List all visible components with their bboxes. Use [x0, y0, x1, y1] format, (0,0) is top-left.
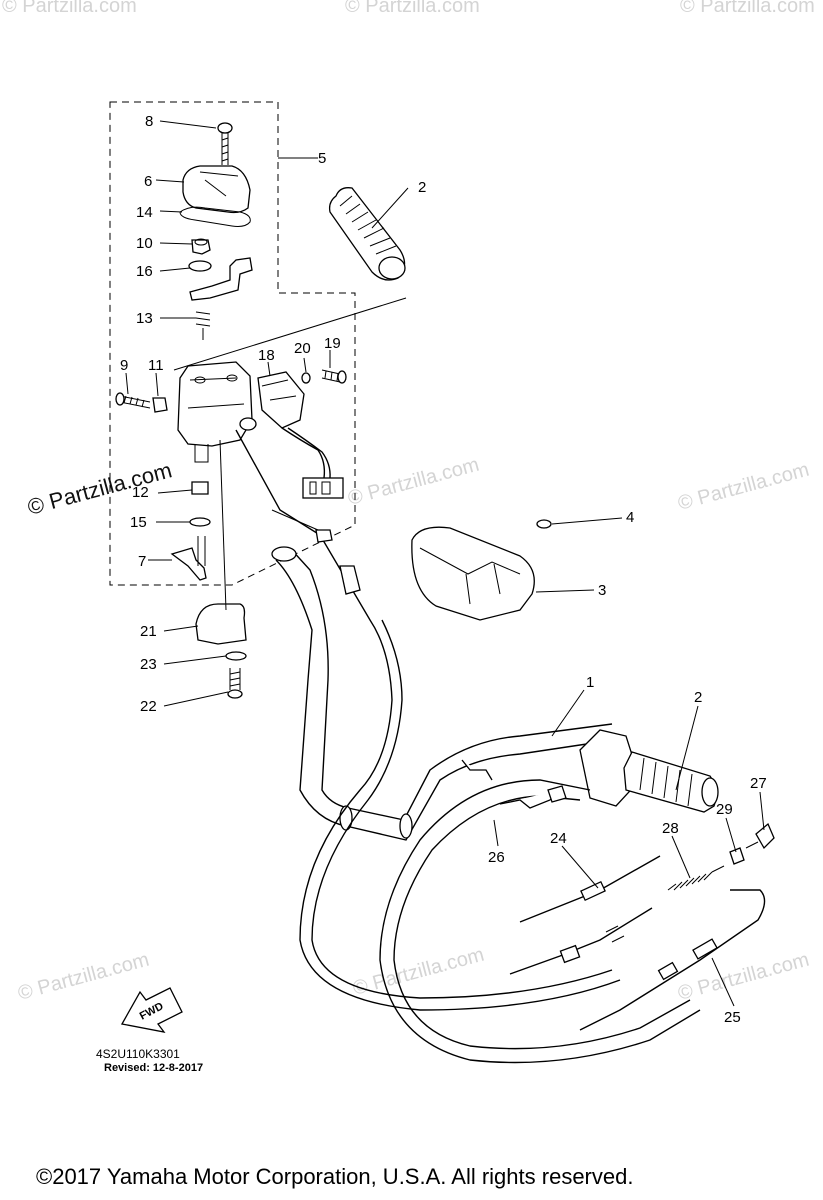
- switch-cover-6: [182, 165, 251, 214]
- callout-19: 19: [324, 335, 341, 352]
- callout-21: 21: [140, 623, 157, 640]
- watermark: © Partzilla.com: [676, 459, 812, 515]
- callout-20: 20: [294, 340, 311, 357]
- cap-4: [536, 519, 552, 529]
- callout-28: 28: [662, 820, 679, 837]
- callout-16: 16: [136, 263, 153, 280]
- screw-9: [115, 392, 151, 409]
- watermark: © Partzilla.com: [346, 454, 482, 510]
- screw-8: [217, 122, 233, 165]
- callout-18: 18: [258, 347, 275, 364]
- switch-housing: [177, 361, 257, 463]
- partzilla-watermark: © Partzilla.com: [25, 457, 175, 520]
- revision-date: Revised: 12-8-2017: [104, 1062, 203, 1074]
- callout-5: 5: [318, 150, 326, 167]
- spring-28: [667, 865, 725, 891]
- screw-19: [321, 369, 347, 384]
- watermark-layer: © Partzilla.com © Partzilla.com © Partzi…: [2, 0, 815, 1005]
- callout-12: 12: [132, 484, 149, 501]
- handlebar-1: [271, 546, 613, 841]
- fwd-arrow: FWD: [120, 987, 183, 1033]
- bolt-22: [227, 668, 243, 699]
- nut-11: [152, 397, 168, 413]
- callout-23: 23: [140, 656, 157, 673]
- adjuster-29: [729, 847, 745, 865]
- spring-13: [195, 311, 211, 340]
- handlebar-cover-3: [411, 526, 535, 621]
- clamp-21: [195, 603, 247, 645]
- nut-10: [191, 238, 211, 255]
- watermark: © Partzilla.com: [16, 949, 152, 1005]
- callout-25: 25: [724, 1009, 741, 1026]
- callout-26: 26: [488, 849, 505, 866]
- copyright-notice: ©2017 Yamaha Motor Corporation, U.S.A. A…: [36, 1164, 633, 1189]
- callout-24: 24: [550, 830, 567, 847]
- callout-7: 7: [138, 553, 146, 570]
- callout-2-top: 2: [418, 179, 426, 196]
- callout-29: 29: [716, 801, 733, 818]
- cable-end-26: [315, 529, 567, 809]
- grip-2-bottom: [623, 751, 719, 813]
- leader-lines: [125, 120, 765, 1007]
- callout-4: 4: [626, 509, 634, 526]
- callout-3: 3: [598, 582, 606, 599]
- callout-6: 6: [144, 173, 152, 190]
- callout-14: 14: [136, 204, 153, 221]
- cable-24: [509, 855, 661, 975]
- switch-bracket: [189, 257, 253, 301]
- callout-1: 1: [586, 674, 594, 691]
- throttle-cable-loop: [235, 429, 701, 1064]
- callout-15: 15: [130, 514, 147, 531]
- watermark: © Partzilla.com: [676, 949, 812, 1005]
- switch-assembly-boundary: [109, 101, 356, 586]
- switch-18: [257, 371, 344, 499]
- gasket-14: [179, 206, 251, 227]
- callout-8: 8: [145, 113, 153, 130]
- grip-2-top: [328, 187, 406, 281]
- callout-2-bottom: 2: [694, 689, 702, 706]
- callout-13: 13: [136, 310, 153, 327]
- callout-22: 22: [140, 698, 157, 715]
- callout-11: 11: [148, 357, 164, 374]
- washer-23: [225, 651, 247, 661]
- watermark: © Partzilla.com: [345, 0, 480, 17]
- diagram-code: 4S2U110K3301: [96, 1047, 180, 1061]
- watermark: © Partzilla.com: [680, 0, 815, 17]
- cable-25: [579, 889, 766, 1031]
- washer-15: [189, 517, 211, 527]
- callout-27: 27: [750, 775, 767, 792]
- callout-numbers: 8 5 6 2 14 10 16 13 9 11 18 20 19 12 15 …: [120, 113, 767, 1026]
- lever-7: [170, 536, 207, 581]
- watermark: © Partzilla.com: [2, 0, 137, 17]
- washer-20: [301, 372, 311, 384]
- washer-16: [188, 260, 212, 272]
- callout-9: 9: [120, 357, 128, 374]
- collar-12: [191, 481, 209, 495]
- adjuster-27: [745, 822, 775, 850]
- callout-10: 10: [136, 235, 153, 252]
